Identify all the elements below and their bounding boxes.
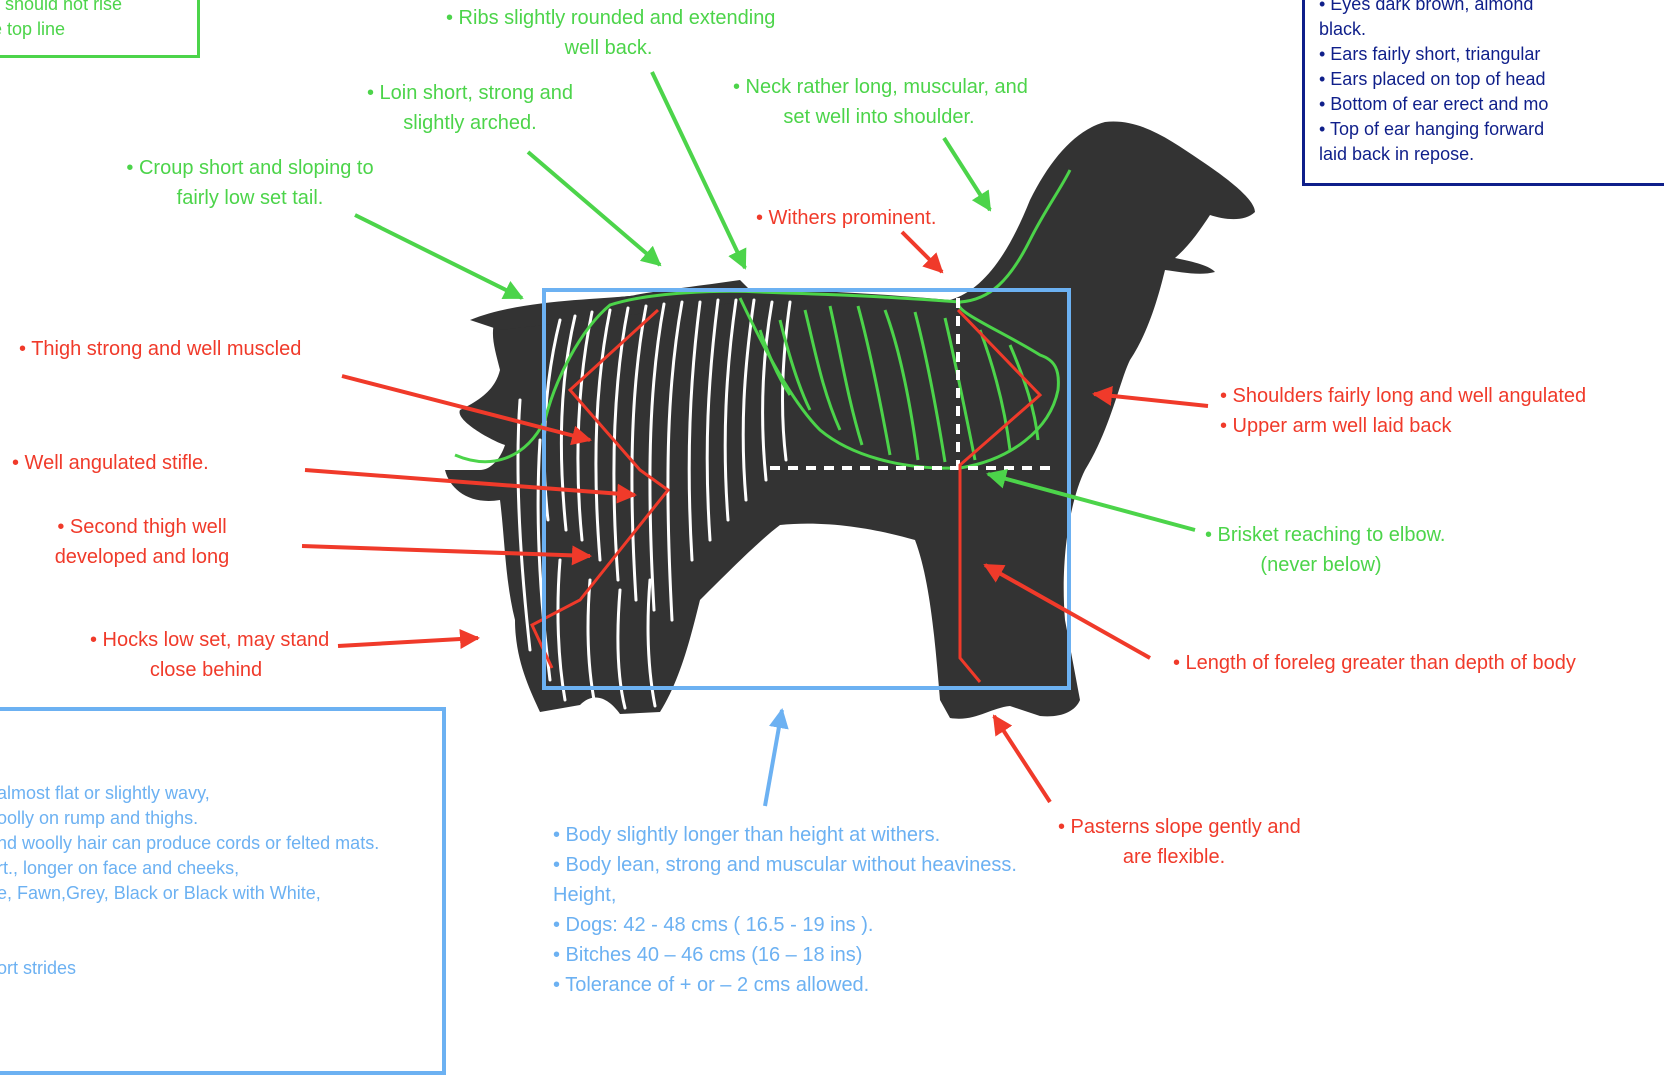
- croup-line-1: • Croup short and sloping to: [120, 153, 380, 183]
- loin-line-2: slightly arched.: [365, 108, 575, 138]
- ribs-line-1: • Ribs slightly rounded and extending: [446, 3, 771, 33]
- loin-label: • Loin short, strong and slightly arched…: [365, 78, 575, 138]
- shoulders-label: • Shoulders fairly long and well angulat…: [1220, 381, 1586, 441]
- withers-label: • Withers prominent.: [756, 203, 936, 233]
- hocks-label: • Hocks low set, may stand close behind: [90, 625, 322, 685]
- body-line-2: • Body lean, strong and muscular without…: [553, 850, 1017, 880]
- height-heading: Height,: [553, 880, 1017, 910]
- body-line-1: • Body slightly longer than height at wi…: [553, 820, 1017, 850]
- ribs-line-2: well back.: [446, 33, 771, 63]
- neck-line-1: • Neck rather long, muscular, and: [733, 72, 1025, 102]
- pasterns-label: • Pasterns slope gently and are flexible…: [1058, 812, 1290, 872]
- stifle-label: • Well angulated stifle.: [12, 448, 209, 478]
- tolerance: • Tolerance of + or – 2 cms allowed.: [553, 970, 1017, 1000]
- brisket-line-1: • Brisket reaching to elbow.: [1205, 520, 1437, 550]
- bitches-height: • Bitches 40 – 46 cms (16 – 18 ins): [553, 940, 1017, 970]
- hocks-line-1: • Hocks low set, may stand: [90, 625, 322, 655]
- body-height-text: • Body slightly longer than height at wi…: [553, 820, 1017, 1000]
- thigh-label: • Thigh strong and well muscled: [19, 334, 301, 364]
- croup-line-2: fairly low set tail.: [120, 183, 380, 213]
- ribs-label: • Ribs slightly rounded and extending we…: [446, 3, 771, 63]
- loin-line-1: • Loin short, strong and: [365, 78, 575, 108]
- neck-line-2: set well into shoulder.: [733, 102, 1025, 132]
- pasterns-line-1: • Pasterns slope gently and: [1058, 812, 1290, 842]
- hocks-line-2: close behind: [90, 655, 322, 685]
- second-thigh-label: • Second thigh well developed and long: [52, 512, 232, 572]
- croup-label: • Croup short and sloping to fairly low …: [120, 153, 380, 213]
- shoulders-line-1: • Shoulders fairly long and well angulat…: [1220, 381, 1586, 411]
- brisket-line-2: (never below): [1205, 550, 1437, 580]
- pasterns-line-2: are flexible.: [1058, 842, 1290, 872]
- shoulders-line-2: • Upper arm well laid back: [1220, 411, 1586, 441]
- dogs-height: • Dogs: 42 - 48 cms ( 16.5 - 19 ins ).: [553, 910, 1017, 940]
- blue-arrows: [765, 710, 782, 806]
- second-thigh-line-1: • Second thigh well: [52, 512, 232, 542]
- second-thigh-line-2: developed and long: [52, 542, 232, 572]
- brisket-label: • Brisket reaching to elbow. (never belo…: [1205, 520, 1437, 580]
- neck-label: • Neck rather long, muscular, and set we…: [733, 72, 1025, 132]
- foreleg-label: • Length of foreleg greater than depth o…: [1173, 648, 1576, 678]
